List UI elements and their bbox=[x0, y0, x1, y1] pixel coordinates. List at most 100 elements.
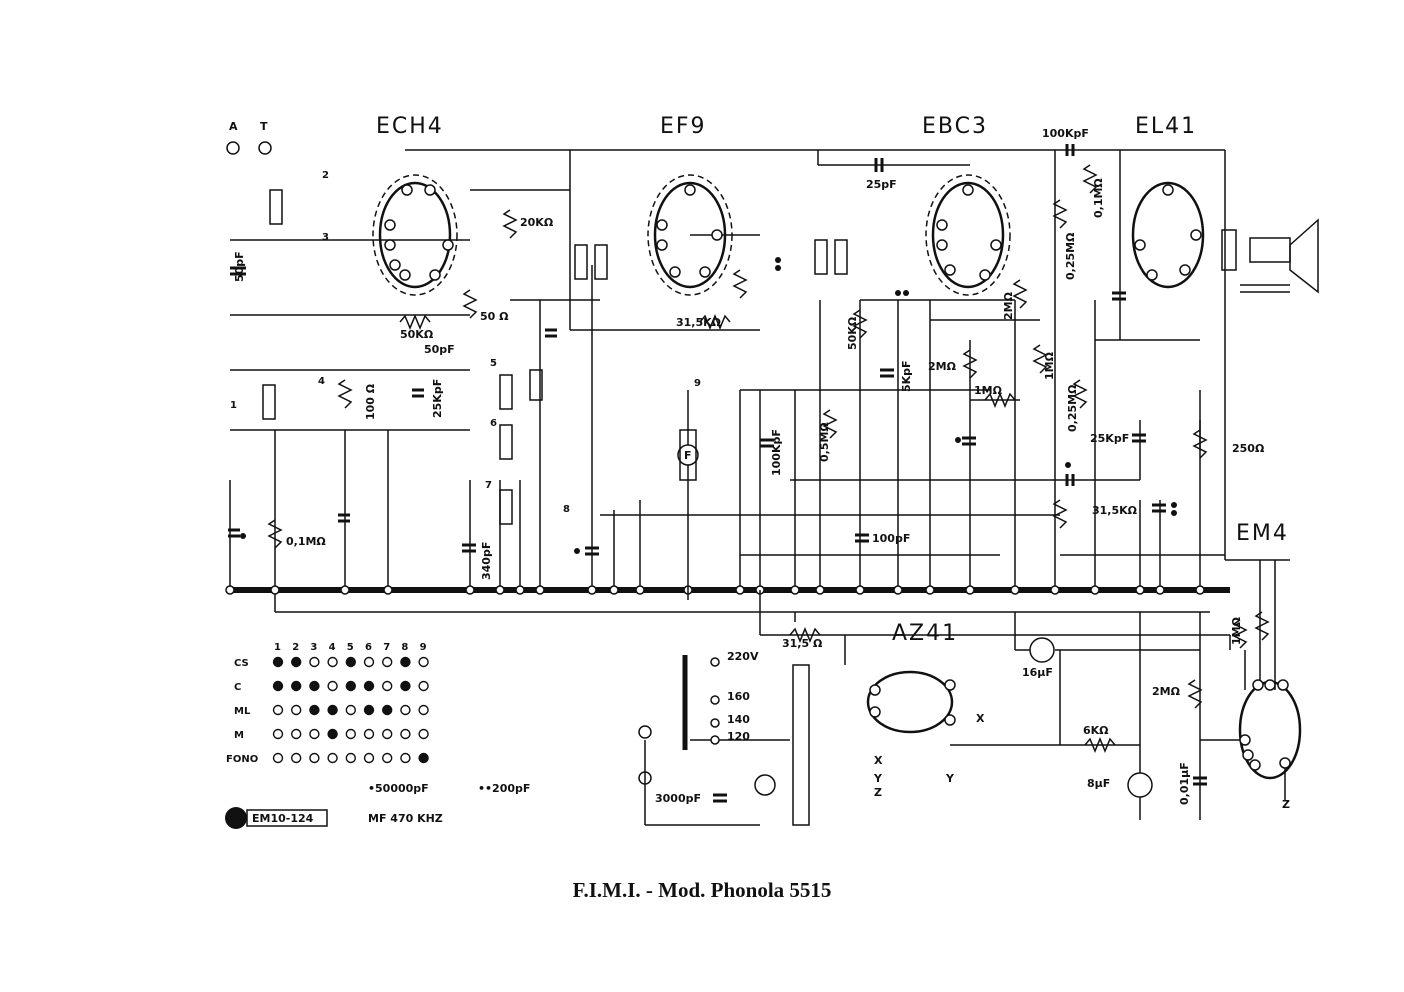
legend-if-frequency: MF 470 KHZ bbox=[368, 812, 443, 825]
switch-state-closed bbox=[382, 704, 393, 716]
xyz-label-y: Y bbox=[873, 772, 883, 785]
label-fuse: F bbox=[684, 449, 692, 462]
az41-x-label: X bbox=[976, 712, 985, 725]
label-c100kpf: 100KpF bbox=[1042, 127, 1089, 140]
switch-state-open bbox=[400, 704, 411, 716]
switch-number-3: 3 bbox=[322, 232, 329, 243]
label-r250: 250Ω bbox=[1232, 442, 1265, 455]
ground-terminal-label: T bbox=[260, 120, 268, 133]
switch-state-open bbox=[272, 728, 284, 740]
label-c50pf: 50pF bbox=[233, 251, 246, 282]
label-r50k: 50KΩ bbox=[400, 328, 434, 341]
switch-state-closed bbox=[400, 656, 411, 668]
schematic-caption: F.I.M.I. - Mod. Phonola 5515 bbox=[572, 878, 832, 902]
switch-state-closed bbox=[291, 680, 302, 692]
switch-state-closed bbox=[272, 656, 284, 668]
label-r50ohm: 50 Ω bbox=[480, 310, 509, 323]
switch-state-open bbox=[327, 680, 338, 692]
label-c50pf-b: 50pF bbox=[424, 343, 455, 356]
switch-table-column-header: 8 bbox=[401, 642, 408, 653]
tap-220v: 220V bbox=[727, 650, 759, 663]
switch-number-2: 2 bbox=[322, 170, 329, 181]
tube-label-ech4: ECH4 bbox=[376, 114, 444, 139]
switch-number-1: 1 bbox=[230, 400, 237, 411]
switch-state-open bbox=[309, 752, 320, 764]
label-r0-25m: 0,25MΩ bbox=[1064, 232, 1077, 280]
switch-number-6: 6 bbox=[490, 418, 497, 429]
switch-state-closed bbox=[309, 704, 320, 716]
switch-state-open bbox=[327, 752, 338, 764]
tube-ech4-envelope bbox=[378, 181, 452, 289]
label-r0-5m: 0,5MΩ bbox=[818, 422, 831, 462]
label-c340pf: 340pF bbox=[480, 542, 493, 580]
switch-table-column-header: 5 bbox=[347, 642, 354, 653]
tube-el41-envelope bbox=[1131, 181, 1205, 289]
switch-state-open bbox=[309, 656, 320, 668]
switch-number-4: 4 bbox=[318, 376, 325, 387]
switch-state-open bbox=[291, 704, 302, 716]
switch-state-closed bbox=[291, 656, 302, 668]
switch-state-closed bbox=[400, 680, 411, 692]
label-c0-01uf: 0,01μF bbox=[1178, 762, 1191, 805]
label-c25pf: 25pF bbox=[866, 178, 897, 191]
switch-number-7: 7 bbox=[485, 480, 492, 491]
az41-y-label: Y bbox=[945, 772, 955, 785]
switch-state-closed bbox=[327, 704, 338, 716]
label-c16uf: 16μF bbox=[1022, 666, 1053, 679]
switch-table-row-label: CS bbox=[234, 658, 249, 669]
label-r31-5: 31,5 Ω bbox=[782, 637, 823, 650]
tap-140: 140 bbox=[727, 713, 750, 726]
switch-state-open bbox=[327, 656, 338, 668]
label-r31-5k: 31,5KΩ bbox=[676, 316, 722, 329]
label-r0-25m-b: 0,25MΩ bbox=[1066, 384, 1079, 432]
label-c25kpf-b: 25KpF bbox=[1090, 432, 1129, 445]
switch-state-open bbox=[363, 752, 375, 764]
switch-state-closed bbox=[309, 680, 320, 692]
label-r100: 100 Ω bbox=[364, 383, 377, 420]
switch-state-open bbox=[272, 752, 284, 764]
tap-160: 160 bbox=[727, 690, 750, 703]
label-r6k: 6KΩ bbox=[1083, 724, 1109, 737]
switch-table-row-label: M bbox=[234, 730, 244, 741]
switch-state-open bbox=[363, 728, 375, 740]
switch-state-open bbox=[345, 704, 356, 716]
label-c100kpf-b: 100KpF bbox=[770, 429, 783, 476]
tube-az41-envelope bbox=[866, 670, 954, 734]
switch-table-row-label: C bbox=[234, 682, 241, 693]
label-c25kpf: 25KpF bbox=[431, 379, 444, 418]
label-c100pf: 100pF bbox=[872, 532, 910, 545]
xyz-label-z: Z bbox=[874, 786, 882, 799]
switch-state-open bbox=[382, 656, 393, 668]
label-r31-5k-b: 31,5KΩ bbox=[1092, 504, 1138, 517]
label-r0-1m-b: 0,1MΩ bbox=[1092, 178, 1105, 218]
em4-z-label: Z bbox=[1282, 798, 1290, 811]
switch-state-open bbox=[382, 752, 393, 764]
switch-state-closed bbox=[418, 752, 429, 764]
tube-label-az41: AZ41 bbox=[892, 621, 958, 646]
label-c3000pf: 3000pF bbox=[655, 792, 701, 805]
switch-state-open bbox=[345, 728, 356, 740]
fimi-logo-icon: EM10-124 bbox=[225, 807, 328, 829]
switch-state-open bbox=[309, 728, 320, 740]
switch-number-9: 9 bbox=[694, 378, 701, 389]
switch-state-closed bbox=[345, 656, 356, 668]
switch-state-open bbox=[382, 728, 393, 740]
switch-state-open bbox=[363, 656, 375, 668]
label-r20k: 20KΩ bbox=[520, 216, 554, 229]
switch-table-column-header: 4 bbox=[329, 642, 336, 653]
switch-state-open bbox=[418, 680, 429, 692]
switch-state-open bbox=[418, 728, 429, 740]
switch-table-column-header: 9 bbox=[420, 642, 427, 653]
tap-120: 120 bbox=[727, 730, 750, 743]
tube-ef9-envelope bbox=[653, 181, 727, 289]
switch-table-column-header: 3 bbox=[310, 642, 317, 653]
tube-label-ef9: EF9 bbox=[660, 114, 707, 139]
label-r1m-c: 1MΩ bbox=[1230, 616, 1243, 645]
xyz-label-x: X bbox=[874, 754, 883, 767]
tube-em4-envelope bbox=[1238, 680, 1302, 780]
switch-table-column-header: 1 bbox=[274, 642, 281, 653]
switch-state-open bbox=[272, 704, 284, 716]
switch-table-column-header: 2 bbox=[292, 642, 299, 653]
